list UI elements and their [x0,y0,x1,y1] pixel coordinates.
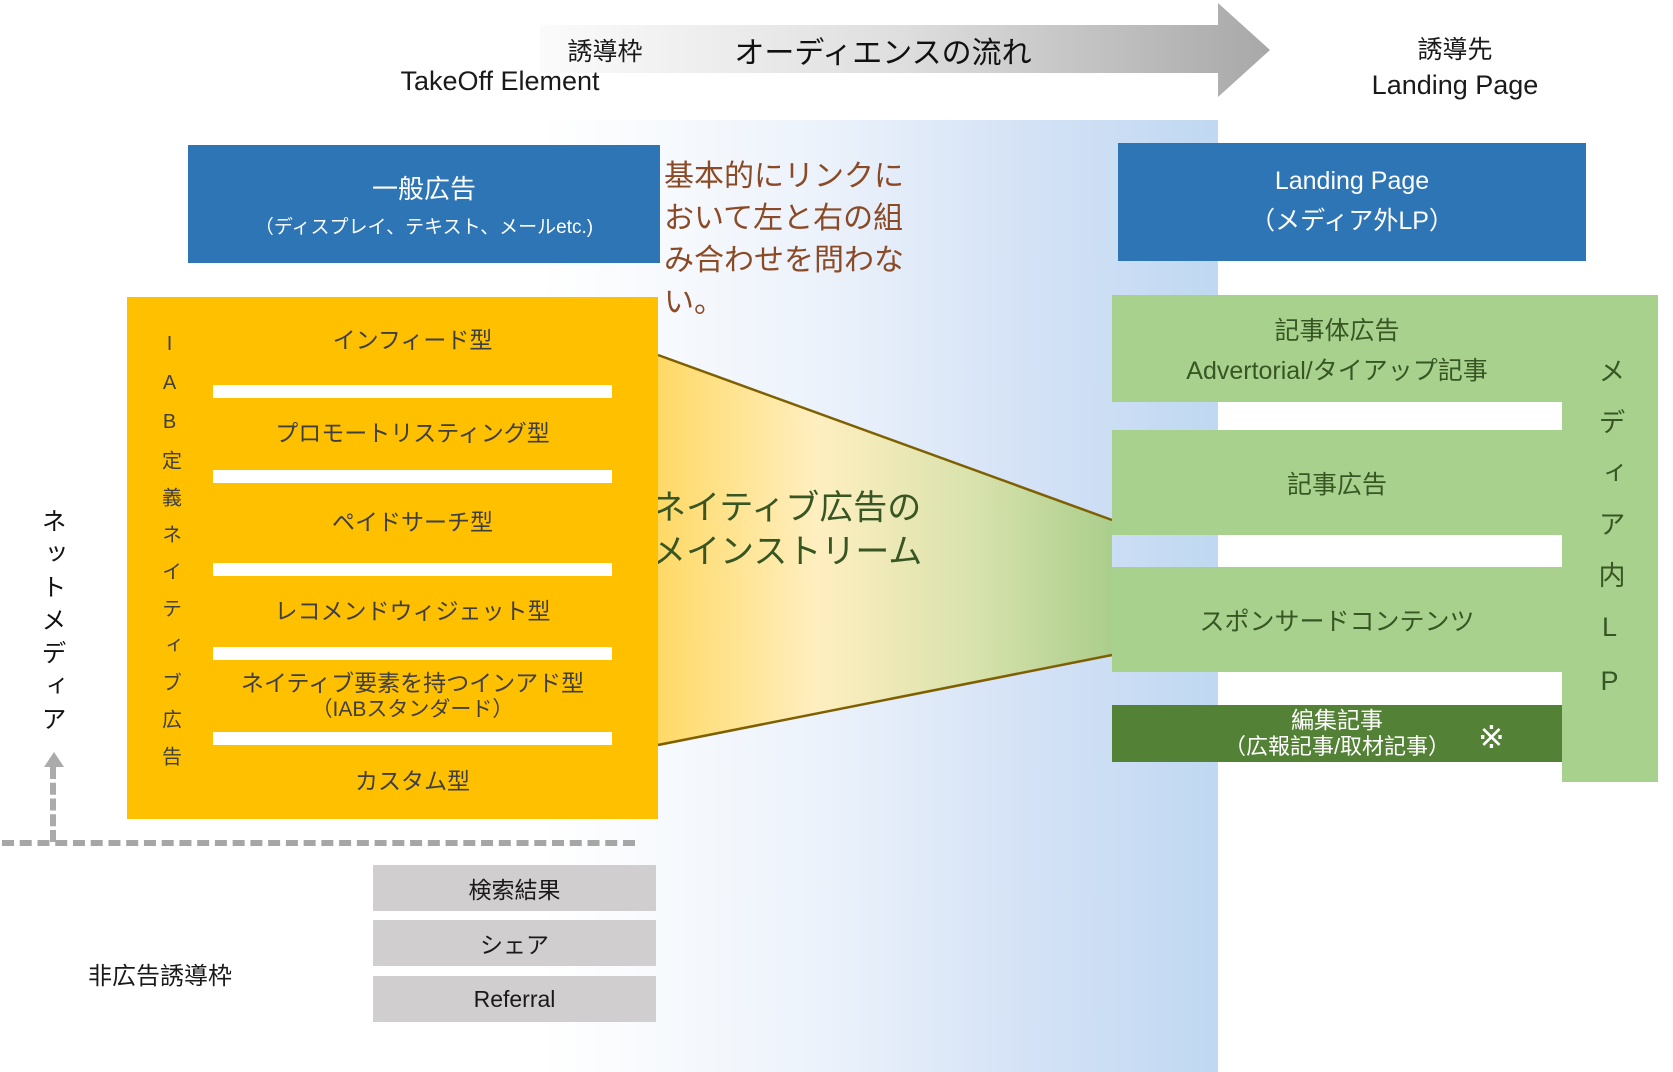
net-media-vertical-label: ネットメディア [38,508,66,739]
takeoff-frame-label: 誘導枠 [567,38,643,66]
landing-page-box-title: Landing Page [1274,167,1430,195]
up-arrow-icon [44,752,64,767]
media-inner-lp-strip: メディア内LP [1562,295,1658,782]
separator [213,731,612,745]
iab-row-infeed: インフィード型 [213,297,658,385]
advertorial-label: 記事体広告 [1274,316,1400,345]
iab-row-sub: （IABスタンダード） [311,698,514,722]
non-ad-item-referral: Referral [373,976,656,1022]
dashed-divider-line [2,840,635,846]
separator [1218,537,1560,565]
article-ad-box: 記事広告 [1112,430,1562,535]
non-ad-item-search-results: 検索結果 [373,865,656,911]
iab-row-inad: ネイティブ要素を持つインアド型 （IABスタンダード） [213,660,658,731]
editorial-label: 編集記事 [1291,706,1383,733]
iab-row-label: インフィード型 [332,327,493,354]
editorial-article-box: 編集記事 （広報記事/取材記事） [1112,705,1562,762]
destination-label: 誘導先 [1417,36,1493,64]
audience-flow-label: オーディエンスの流れ [734,37,1032,70]
non-ad-frame-label: 非広告誘導枠 [88,963,232,990]
iab-row-label: プロモートリスティング型 [275,420,550,446]
iab-vertical-label: IAB定義ネイティブ広告 [158,333,181,783]
up-arrow-dashed-tail [50,767,56,842]
landing-page-box-subtitle: （メディア外LP） [1250,207,1454,235]
iab-native-ad-box: IAB定義ネイティブ広告 インフィード型 プロモートリスティング型 ペイドサーチ… [127,297,658,819]
separator [213,562,612,576]
mainstream-line1: ネイティブ広告の [652,489,922,527]
iab-row-custom: カスタム型 [213,745,658,819]
iab-rows: インフィード型 プロモートリスティング型 ペイドサーチ型 レコメンドウィジェット… [213,297,658,819]
iab-row-label: カスタム型 [355,768,470,795]
non-ad-item-label: Referral [473,985,556,1012]
general-ad-box: 一般広告 （ディスプレイ、テキスト、メールetc.) [188,145,660,263]
iab-row-recommendation-widget: レコメンドウィジェット型 [213,576,658,647]
separator [213,647,612,661]
non-ad-item-label: 検索結果 [468,877,561,903]
general-ad-title: 一般広告 [371,174,476,204]
landing-page-box: Landing Page （メディア外LP） [1118,143,1586,261]
landing-page-label: Landing Page [1371,70,1539,100]
iab-row-label: ネイティブ要素を持つインアド型 [240,669,585,696]
general-ad-subtitle: （ディスプレイ、テキスト、メールetc.) [254,217,594,238]
sponsored-content-label: スポンサードコンテンツ [1199,607,1475,636]
article-ad-label: 記事広告 [1286,470,1387,499]
media-inner-lp-vertical-label: メディア内LP [1594,357,1625,720]
advertorial-sub: Advertorial/タイアップ記事 [1186,356,1488,385]
advertorial-box: 記事体広告 Advertorial/タイアップ記事 [1112,295,1562,402]
takeoff-element-label: TakeOff Element [400,66,600,96]
separator [1218,402,1560,429]
non-ad-item-label: シェア [480,932,549,958]
iab-row-label: ペイドサーチ型 [332,508,493,535]
separator [213,469,612,483]
non-ad-item-share: シェア [373,920,656,966]
iab-row-promoted-listing: プロモートリスティング型 [213,398,658,469]
iab-row-label: レコメンドウィジェット型 [274,597,551,624]
separator [213,385,612,399]
editorial-sub: （広報記事/取材記事） [1223,734,1451,760]
reference-mark: ※ [1478,719,1505,755]
mainstream-line2: メインストリーム [652,532,923,571]
separator [1218,675,1560,703]
sponsored-content-box: スポンサードコンテンツ [1112,567,1562,672]
mainstream-label: ネイティブ広告の メインストリーム [652,487,922,574]
iab-row-paid-search: ペイドサーチ型 [213,483,658,563]
link-combination-note: 基本的にリンクにおいて左と右の組み合わせを問わない。 [664,160,904,319]
